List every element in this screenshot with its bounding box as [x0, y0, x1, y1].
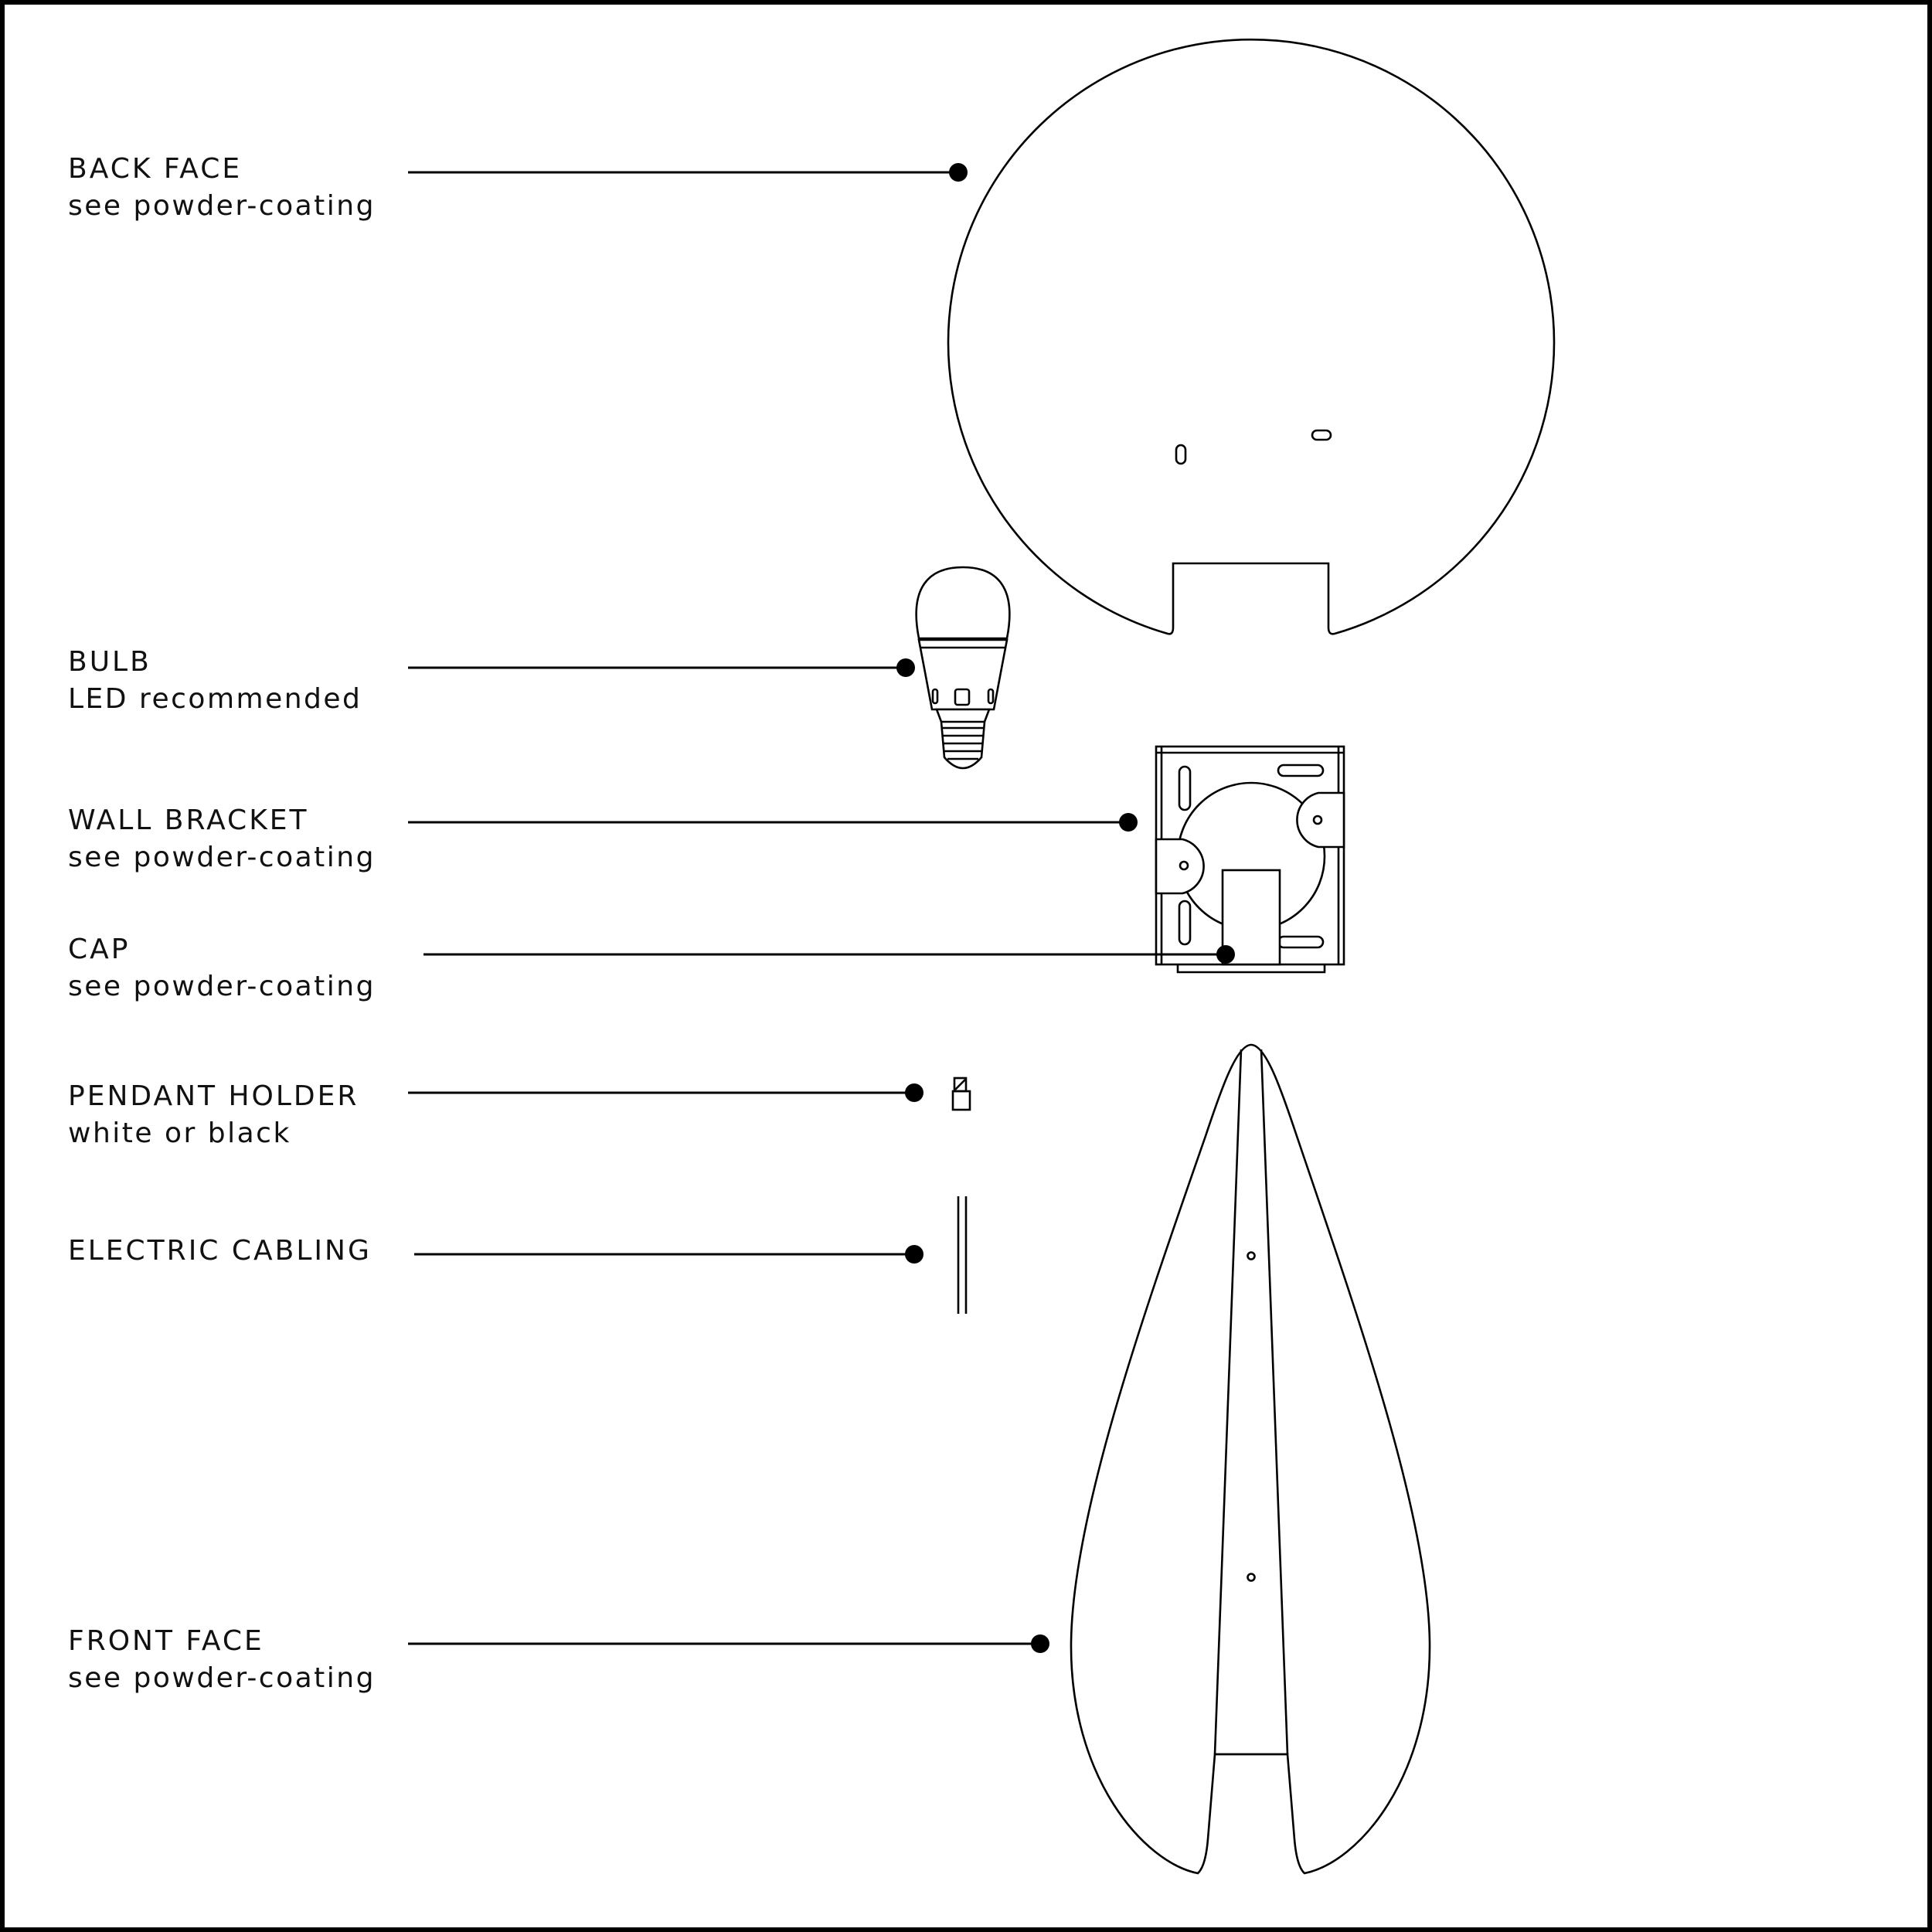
cap-note: see powder-coating [68, 971, 376, 1002]
leader-bulb [408, 658, 915, 677]
back-face-title: BACK FACE [68, 153, 243, 185]
label-bulb: BULB LED recommended [68, 644, 362, 718]
pendant-holder-title: PENDANT HOLDER [68, 1080, 359, 1112]
pendant-holder-note: white or black [68, 1117, 291, 1149]
label-electric-cabling: ELECTRIC CABLING [68, 1233, 372, 1270]
electric-cabling-part [957, 1196, 968, 1314]
back-face-note: see powder-coating [68, 190, 376, 222]
wall-bracket-note: see powder-coating [68, 842, 376, 873]
leader-electric-cabling [414, 1245, 923, 1264]
leader-front-face [408, 1634, 1049, 1653]
front-face-part [1070, 1043, 1431, 1875]
leader-back-face [408, 163, 968, 182]
leader-cap [423, 945, 1235, 964]
wall-bracket-part [1155, 745, 1345, 974]
label-pendant-holder: PENDANT HOLDER white or black [68, 1078, 359, 1152]
bulb-title: BULB [68, 646, 151, 678]
front-face-note: see powder-coating [68, 1662, 376, 1694]
bulb-part [915, 566, 1011, 770]
label-back-face: BACK FACE see powder-coating [68, 151, 376, 225]
cap-title: CAP [68, 934, 131, 965]
leader-wall-bracket [408, 813, 1138, 832]
label-wall-bracket: WALL BRACKET see powder-coating [68, 802, 376, 876]
back-face-part [947, 38, 1556, 635]
wall-bracket-title: WALL BRACKET [68, 804, 309, 836]
front-face-title: FRONT FACE [68, 1625, 264, 1657]
label-cap: CAP see powder-coating [68, 931, 376, 1005]
leader-pendant-holder [408, 1083, 923, 1102]
label-front-face: FRONT FACE see powder-coating [68, 1623, 376, 1697]
pendant-holder-part [951, 1077, 971, 1111]
electric-cabling-title: ELECTRIC CABLING [68, 1235, 372, 1267]
bulb-note: LED recommended [68, 683, 362, 715]
